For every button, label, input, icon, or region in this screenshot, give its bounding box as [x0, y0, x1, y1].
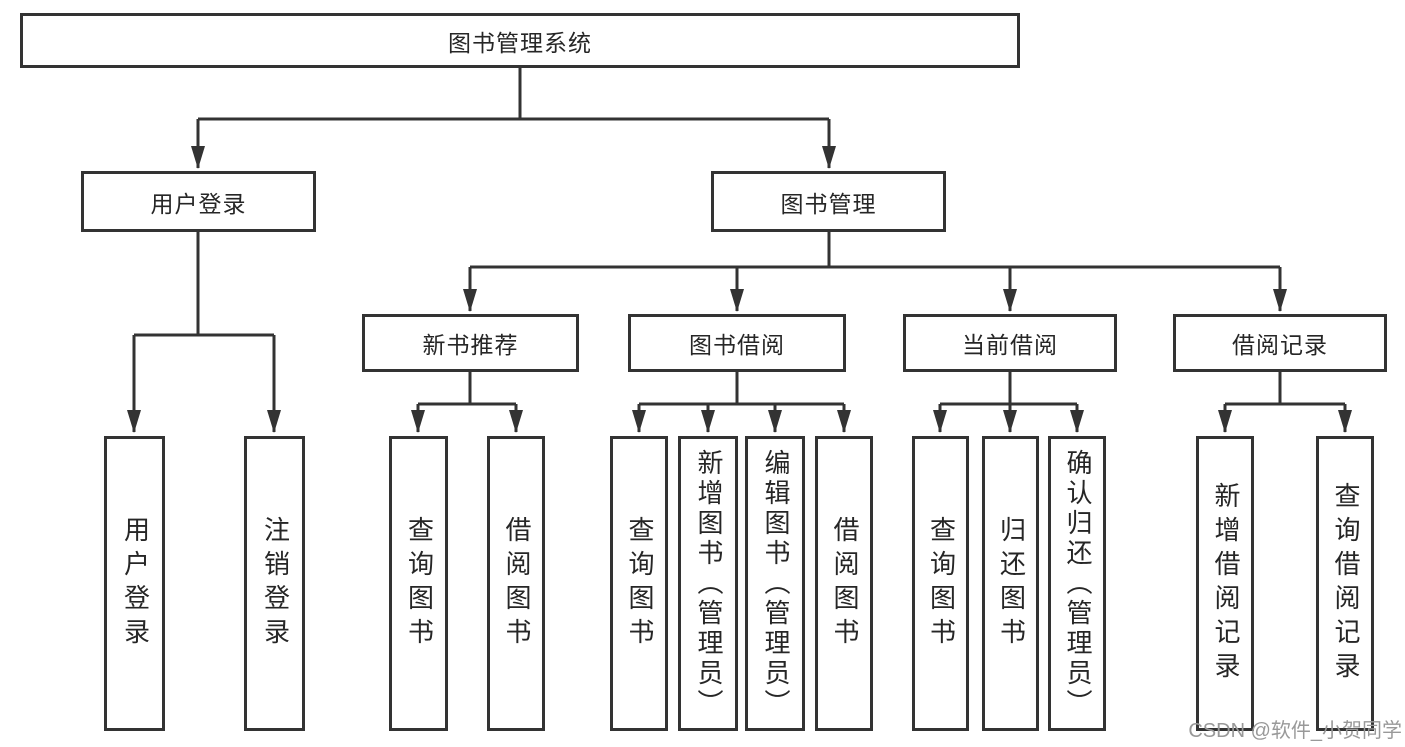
- node-new-book-recommendation: 新书推荐: [362, 314, 579, 372]
- node-book-management: 图书管理: [711, 171, 946, 232]
- node-label: 图书借阅: [689, 332, 785, 358]
- node-label: 借阅图书: [501, 515, 532, 652]
- node-label: 新增图书（管理员）: [693, 448, 724, 719]
- node-label: 查询图书: [404, 515, 435, 652]
- leaf-query-books-recommend: 查询图书: [389, 436, 448, 731]
- leaf-query-borrow-record: 查询借阅记录: [1316, 436, 1374, 731]
- node-label: 图书管理系统: [448, 29, 592, 56]
- node-current-borrowing: 当前借阅: [903, 314, 1117, 372]
- leaf-borrow-books-borrowing: 借阅图书: [815, 436, 873, 731]
- node-label: 借阅记录: [1232, 332, 1328, 358]
- csdn-watermark: CSDN @软件_小贺同学: [1188, 720, 1402, 742]
- node-label: 确认归还（管理员）: [1062, 448, 1093, 719]
- node-book-borrowing: 图书借阅: [628, 314, 846, 372]
- node-label: 归还图书: [996, 515, 1027, 652]
- leaf-logout: 注销登录: [244, 436, 305, 731]
- node-label: 新书推荐: [422, 332, 519, 358]
- leaf-query-books-borrowing: 查询图书: [610, 436, 668, 731]
- node-label: 图书管理: [780, 190, 877, 217]
- node-label: 查询图书: [926, 515, 957, 652]
- leaf-borrow-books-recommend: 借阅图书: [487, 436, 545, 731]
- leaf-user-login: 用户登录: [104, 436, 165, 731]
- node-label: 用户登录: [150, 190, 247, 217]
- leaf-return-books: 归还图书: [982, 436, 1039, 731]
- node-borrowing-records: 借阅记录: [1173, 314, 1387, 372]
- leaf-add-borrow-record: 新增借阅记录: [1196, 436, 1254, 731]
- node-label: 当前借阅: [962, 332, 1058, 358]
- node-label: 查询图书: [624, 515, 655, 652]
- leaf-edit-book-admin: 编辑图书（管理员）: [745, 436, 805, 731]
- node-user-login: 用户登录: [81, 171, 316, 232]
- leaf-query-books-current: 查询图书: [912, 436, 969, 731]
- node-label: 新增借阅记录: [1210, 481, 1241, 686]
- leaf-confirm-return-admin: 确认归还（管理员）: [1048, 436, 1106, 731]
- leaf-add-book-admin: 新增图书（管理员）: [678, 436, 738, 731]
- node-label: 用户登录: [120, 515, 151, 652]
- node-label: 借阅图书: [829, 515, 860, 652]
- node-label: 编辑图书（管理员）: [760, 448, 791, 719]
- node-label: 注销登录: [260, 515, 291, 652]
- node-root-system: 图书管理系统: [20, 13, 1020, 68]
- node-label: 查询借阅记录: [1330, 481, 1361, 686]
